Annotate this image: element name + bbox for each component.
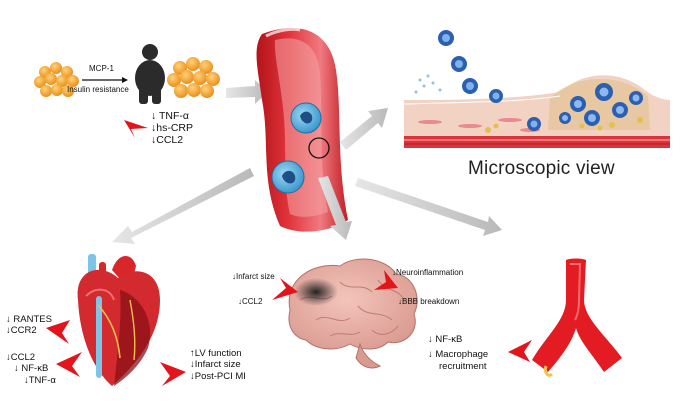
arrow-to-microscopic-icon <box>340 108 388 150</box>
marker-ccl2: ↓CCL2 <box>151 134 184 147</box>
marker-hs-crp: ↓hs-CRP <box>151 122 194 135</box>
obesity-markers: ↓ TNF-α ↓hs-CRP ↓CCL2 <box>151 110 193 146</box>
microscopic-view-title: Microscopic view <box>468 158 615 179</box>
heart-left-top-labels: ↓ RANTES ↓CCR2 <box>6 314 52 337</box>
artery-bifurcation-icon <box>532 258 622 377</box>
heart-icon <box>77 254 160 386</box>
heart-label-ccl2: ↓CCL2 <box>6 352 36 363</box>
zoom-circle-icon <box>308 137 330 159</box>
arrow-to-heart-icon <box>112 168 254 244</box>
obese-person-icon <box>135 44 165 104</box>
brain-label-bbb-breakdown: ↓BBB breakdown <box>398 297 460 306</box>
heart-label-nfkb: ↓ NF-κB <box>14 363 49 375</box>
heart-label-infarct-size: ↓Infarct size <box>190 359 241 371</box>
artery-labels: ↓ NF-κB ↓ Macrophage recruitment <box>428 334 488 373</box>
brain-icon <box>288 258 418 369</box>
monocyte-icon <box>271 160 305 194</box>
microscopic-tissue-icon <box>403 74 670 148</box>
artery-label-macrophage: ↓ Macrophage <box>428 348 489 360</box>
brain-label-ccl2: ↓CCL2 <box>238 297 263 306</box>
heart-red-arrow-icon <box>160 362 186 386</box>
marker-red-arrow-icon <box>124 120 148 138</box>
artery-label-nfkb: ↓ NF-κB <box>428 334 463 345</box>
adipocyte-cluster-left-icon <box>34 62 79 97</box>
artery-red-arrow-icon <box>508 340 532 362</box>
artery-label-recruitment: recruitment <box>439 360 487 372</box>
brain-red-arrow-icon <box>272 278 298 300</box>
heart-label-tnf-alpha: ↓TNF-α <box>24 374 56 386</box>
heart-right-labels: ↑LV function ↓Infarct size ↓Post-PCI MI <box>190 348 246 382</box>
heart-label-rantes: ↓ RANTES <box>6 314 52 325</box>
heart-label-lv-function: ↑LV function <box>190 348 242 359</box>
macrophage-icon <box>438 30 541 131</box>
marker-tnf-alpha: ↓ TNF-α <box>151 110 189 122</box>
insulin-resistance-label: Insulin resistance <box>67 85 129 94</box>
brain-label-infarct-size: ↓Infarct size <box>232 272 275 281</box>
heart-left-bottom-labels: ↓CCL2 ↓ NF-κB ↓TNF-α <box>6 352 56 386</box>
brain-label-neuroinflammation: ↓Neuroinflammation <box>392 268 464 277</box>
heart-red-arrow-icon <box>46 320 70 344</box>
adipocyte-cluster-right-icon <box>167 57 220 98</box>
lipid-droplet-icon <box>485 117 643 133</box>
heart-red-arrow-icon <box>56 352 82 377</box>
arrow-to-vessel-icon <box>226 80 268 104</box>
arrow-to-artery-icon <box>355 178 502 236</box>
arrow-to-brain-icon <box>318 176 352 240</box>
heart-label-ccr2: ↓CCR2 <box>6 324 37 336</box>
foam-cell-icon <box>559 83 643 126</box>
heart-label-post-pci-mi: ↓Post-PCI MI <box>190 370 246 382</box>
brain-red-arrow-icon <box>374 270 398 290</box>
mcp1-label: MCP-1 <box>89 64 114 73</box>
monocyte-icon <box>290 102 322 134</box>
mcp1-arrow-icon <box>82 77 128 83</box>
